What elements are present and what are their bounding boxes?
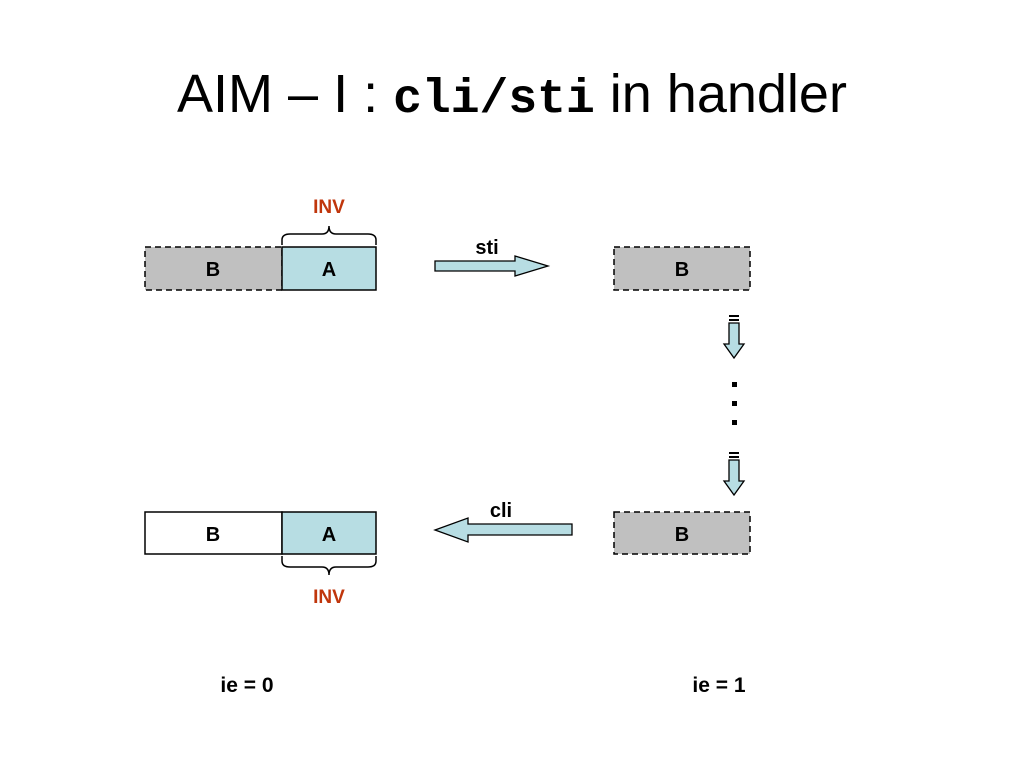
- inv-brace-top: [281, 225, 377, 245]
- block-b-label: B: [206, 524, 220, 546]
- ie-off-label: ie = 0: [220, 674, 273, 697]
- state-bottom-left: B A INV: [144, 511, 377, 608]
- down-arrow-lower: [722, 452, 746, 497]
- title-suffix: in handler: [609, 64, 847, 124]
- block-a: [281, 246, 377, 291]
- sti-arrow: sti: [434, 237, 551, 277]
- down-arrow-icon: [722, 322, 746, 360]
- cli-label: cli: [490, 500, 512, 522]
- vertical-ellipsis: [732, 382, 737, 425]
- slide-title: AIM – I : cli/sti in handler: [0, 56, 1024, 138]
- cli-arrow: cli: [433, 500, 573, 543]
- inv-brace-bottom: [281, 556, 377, 576]
- dot-icon: [732, 420, 737, 425]
- block-b-dashed: [613, 246, 751, 291]
- block-a-label: A: [322, 259, 336, 281]
- arrow-tick: [729, 319, 739, 321]
- state-top-right: B: [613, 246, 751, 291]
- block-a-label: A: [322, 524, 336, 546]
- block-b-label: B: [675, 524, 689, 546]
- block-b-label: B: [206, 259, 220, 281]
- title-code: cli/sti: [393, 73, 595, 127]
- block-b-dashed: [613, 511, 751, 555]
- dot-icon: [732, 401, 737, 406]
- right-arrow-icon: [434, 255, 551, 277]
- down-arrow-icon: [722, 459, 746, 497]
- down-arrow-upper: [722, 315, 746, 360]
- state-top-left: B A INV: [144, 197, 377, 291]
- ie-on-label: ie = 1: [692, 674, 745, 697]
- left-arrow-icon: [433, 517, 573, 543]
- sti-label: sti: [475, 237, 498, 259]
- arrow-tick: [729, 452, 739, 454]
- arrow-tick: [729, 315, 739, 317]
- block-a: [281, 511, 377, 555]
- block-b-label: B: [675, 259, 689, 281]
- inv-label-top: INV: [313, 197, 345, 218]
- title-prefix: AIM – I :: [177, 64, 379, 124]
- block-b-dashed: [144, 246, 283, 291]
- inv-label-bottom: INV: [313, 587, 345, 608]
- block-b: [144, 511, 283, 555]
- state-bottom-right: B: [613, 511, 751, 555]
- dot-icon: [732, 382, 737, 387]
- arrow-tick: [729, 456, 739, 458]
